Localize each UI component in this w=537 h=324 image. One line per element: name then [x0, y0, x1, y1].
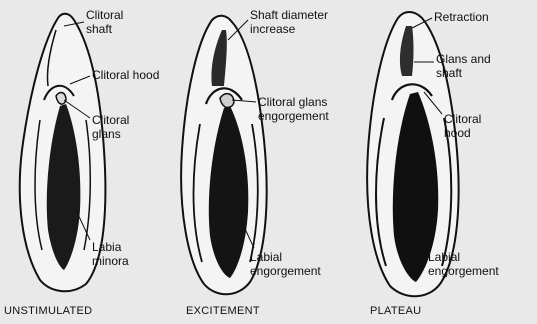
caption-excitement: EXCITEMENT	[186, 305, 260, 317]
label-clitoral-glans-engorgement: Clitoral glans engorgement	[258, 95, 329, 123]
caption-unstimulated: UNSTIMULATED	[4, 305, 92, 317]
label-labial-engorgement-3: Labial engorgement	[428, 250, 499, 278]
label-clitoral-glans: Clitoral glans	[92, 113, 129, 141]
label-labial-engorgement-2: Labial engorgement	[250, 250, 321, 278]
label-clitoral-shaft: Clitoral shaft	[86, 8, 123, 36]
label-clitoral-hood-3: Clitoral hood	[444, 112, 481, 140]
caption-plateau: PLATEAU	[370, 305, 421, 317]
label-clitoral-hood-1: Clitoral hood	[92, 68, 159, 82]
label-shaft-diameter-increase: Shaft diameter increase	[250, 8, 328, 36]
label-retraction: Retraction	[434, 10, 489, 24]
label-glans-and-shaft: Glans and shaft	[436, 52, 491, 80]
label-labia-minora: Labia minora	[92, 240, 129, 268]
